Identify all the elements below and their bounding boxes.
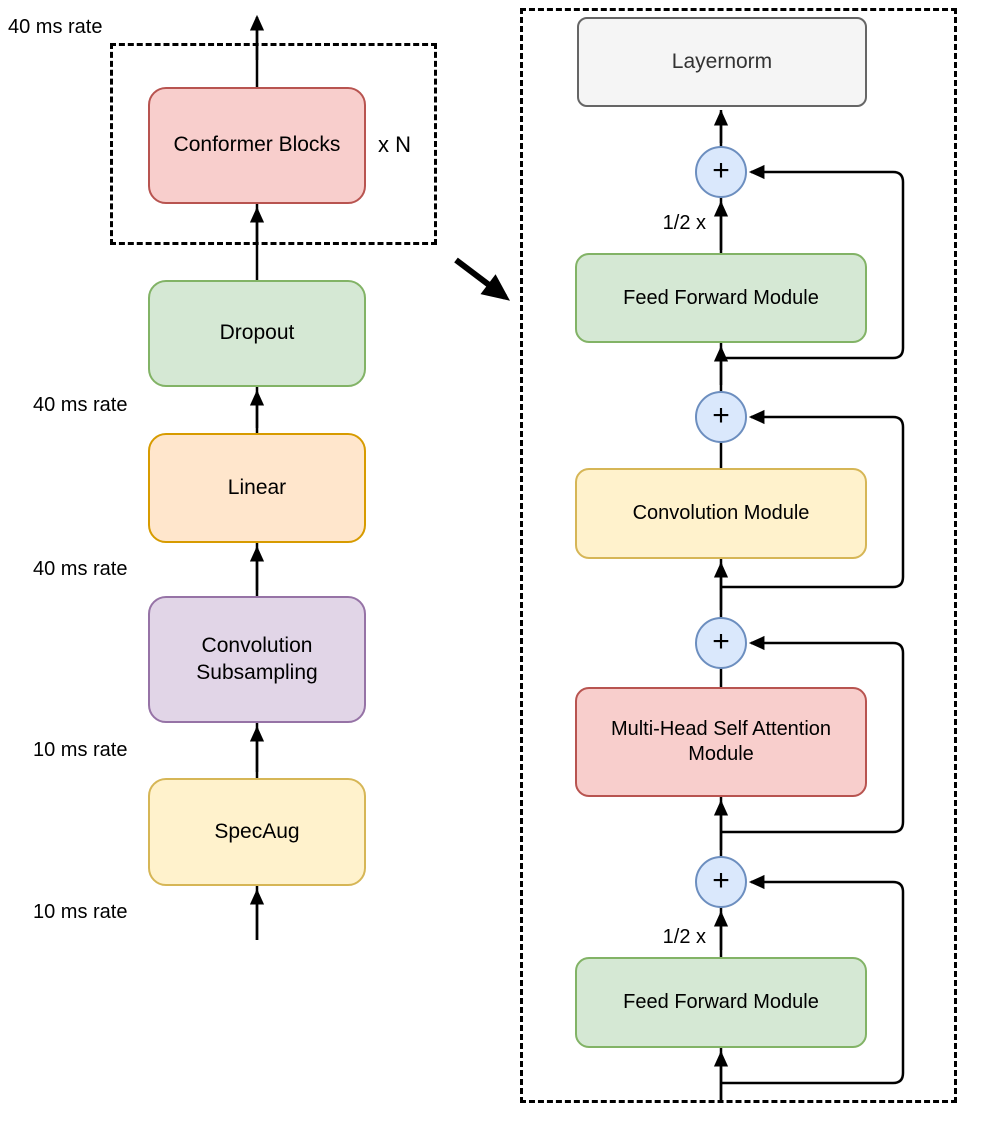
- rate-label-40ms-top: 40 ms rate: [8, 16, 103, 38]
- residual-add-node-1: +: [695, 146, 747, 198]
- skip-connection-mhsa: [721, 635, 905, 834]
- skip-connection-ffn-top: [721, 164, 905, 360]
- feed-forward-top-node: Feed Forward Module: [575, 253, 867, 343]
- plus-icon: +: [712, 398, 730, 432]
- half-scale-label-top: 1/2 x: [662, 212, 706, 234]
- skip-connection-ffn-bottom: [721, 874, 905, 1085]
- skip-connection-conv: [721, 409, 905, 589]
- linear-node: Linear: [148, 433, 366, 543]
- residual-add-node-4: +: [695, 856, 747, 908]
- rate-label-40ms-low: 40 ms rate: [33, 558, 128, 580]
- rate-label-10ms-mid: 10 ms rate: [33, 739, 128, 761]
- layernorm-node: Layernorm: [577, 17, 867, 107]
- conformer-repeat-dashed-box: [110, 43, 437, 245]
- specaug-node: SpecAug: [148, 778, 366, 886]
- feed-forward-bottom-node: Feed Forward Module: [575, 957, 867, 1048]
- plus-icon: +: [712, 863, 730, 897]
- repeat-count-label: x N: [378, 132, 411, 157]
- mhsa-module-node: Multi-Head Self Attention Module: [575, 687, 867, 797]
- dropout-node: Dropout: [148, 280, 366, 387]
- convolution-module-node: Convolution Module: [575, 468, 867, 559]
- plus-icon: +: [712, 153, 730, 187]
- expand-arrow: [454, 257, 510, 301]
- residual-add-node-3: +: [695, 617, 747, 669]
- residual-add-node-2: +: [695, 391, 747, 443]
- conformer-blocks-node: Conformer Blocks: [148, 87, 366, 204]
- rate-label-40ms-mid: 40 ms rate: [33, 394, 128, 416]
- plus-icon: +: [712, 624, 730, 658]
- rate-label-10ms-bottom: 10 ms rate: [33, 901, 128, 923]
- half-scale-label-bottom: 1/2 x: [662, 926, 706, 948]
- convolution-subsampling-node: Convolution Subsampling: [148, 596, 366, 723]
- block-detail-dashed-box: [520, 8, 957, 1103]
